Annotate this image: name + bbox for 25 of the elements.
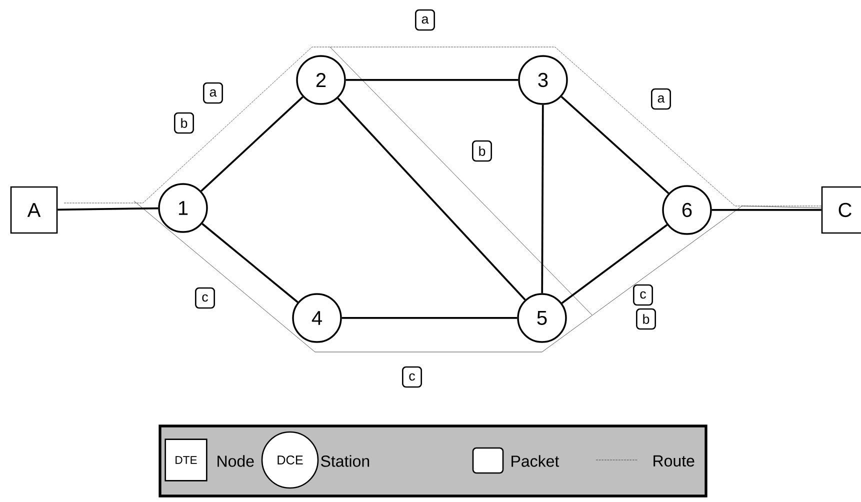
legend-text: Route <box>654 455 694 467</box>
link-line <box>346 79 518 81</box>
legend-text: Station <box>321 455 370 467</box>
link-line <box>561 224 668 304</box>
legend-text: Node <box>218 455 254 467</box>
packet-box: c <box>402 366 422 388</box>
link-line <box>200 96 304 192</box>
packet-box: c <box>633 284 653 306</box>
link-line <box>58 207 158 211</box>
terminal-box: A <box>10 186 58 234</box>
legend-text: Packet <box>512 455 560 467</box>
link-line <box>337 98 526 300</box>
terminal-box: C <box>821 186 861 234</box>
packet-box: b <box>636 308 656 330</box>
packet-box: b <box>174 112 194 134</box>
link-line <box>342 317 518 319</box>
packet-box: a <box>415 9 435 31</box>
link-line <box>712 209 822 211</box>
packet-box: a <box>203 82 223 104</box>
link-line <box>560 96 670 194</box>
link-line <box>541 104 544 294</box>
packet-box: b <box>472 140 492 162</box>
link-line <box>202 223 298 303</box>
packet-box: c <box>195 287 215 309</box>
packet-box: a <box>651 88 671 110</box>
